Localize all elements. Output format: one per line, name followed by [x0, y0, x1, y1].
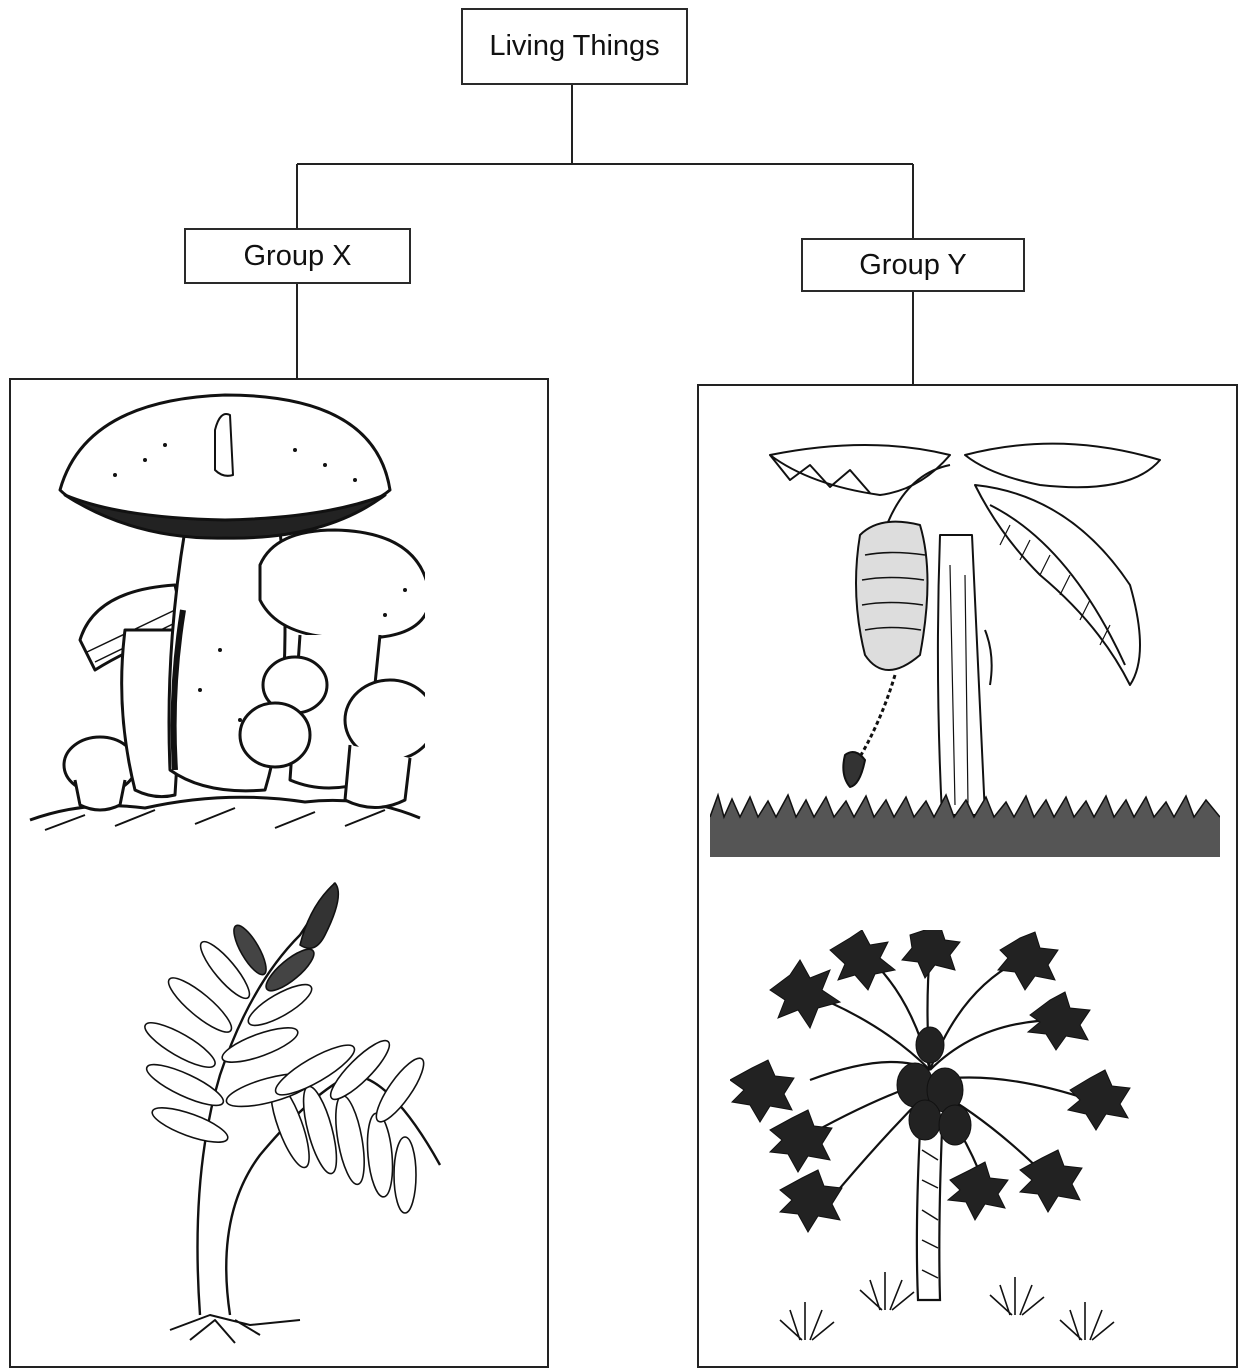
living-things-box: Living Things [461, 8, 688, 85]
papaya-tree-illustration [730, 930, 1140, 1350]
living-things-label: Living Things [489, 30, 659, 63]
papaya-grass [780, 1272, 1114, 1340]
group-y-box: Group Y [801, 238, 1025, 292]
group-x-label: Group X [244, 240, 352, 273]
group-x-box: Group X [184, 228, 411, 284]
banana-grass [710, 795, 1220, 857]
mushroom-illustration [25, 390, 425, 840]
fern-illustration [140, 875, 460, 1355]
group-y-label: Group Y [859, 249, 966, 282]
banana-plant-illustration [710, 425, 1220, 865]
